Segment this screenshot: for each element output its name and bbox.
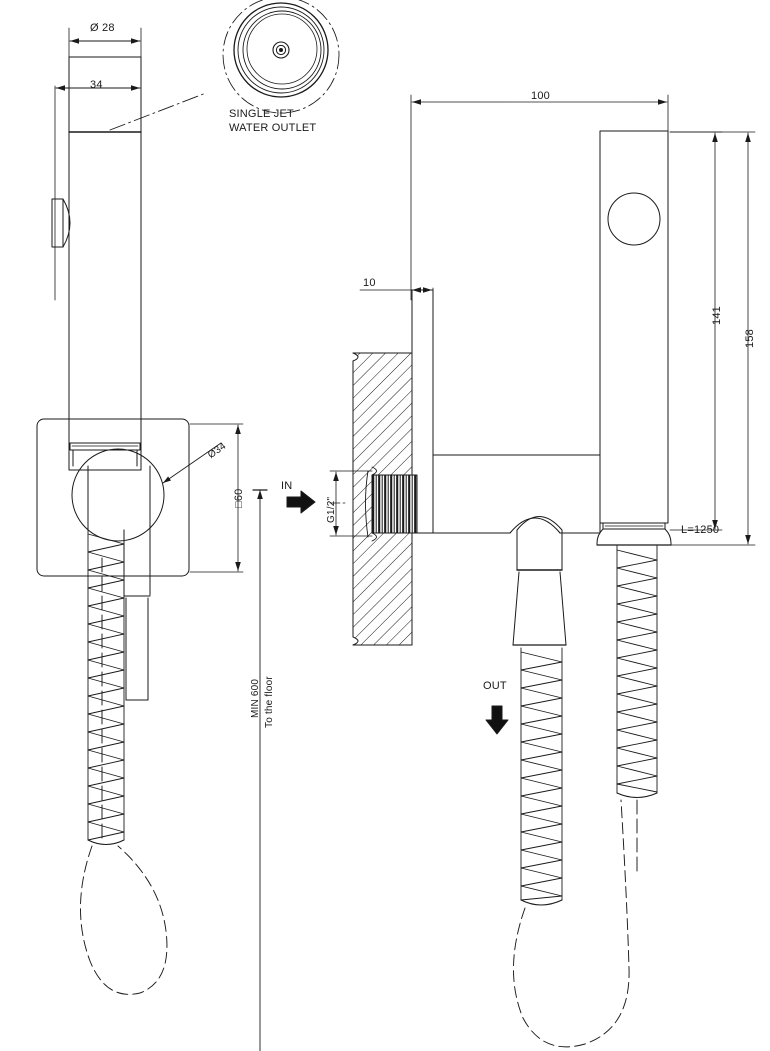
label-width-34: 34 — [90, 79, 103, 91]
detail-single-jet-outlet — [109, 0, 340, 131]
label-height-158: 158 — [744, 329, 756, 348]
handset-collar-front — [69, 442, 141, 467]
outlet-circle-diameter-34 — [71, 448, 165, 542]
label-length-100: 100 — [531, 90, 550, 102]
detail-leader-line — [109, 92, 207, 131]
label-thread-g12: G1/2" — [326, 496, 337, 523]
label-to-the-floor: To the floor — [264, 676, 275, 728]
flexible-hose-outlet — [520, 647, 563, 906]
label-single-jet: SINGLE JET — [229, 108, 294, 120]
label-height-141: 141 — [711, 306, 723, 325]
flexible-hose-handset — [616, 545, 658, 799]
label-hose-length: L=1250 — [681, 524, 720, 536]
handset-trigger-lever — [51, 198, 71, 248]
label-in: IN — [281, 480, 293, 492]
label-water-outlet: WATER OUTLET — [229, 122, 317, 134]
dimension-extension-lines-left — [54, 27, 142, 301]
trigger-button-circle — [607, 192, 661, 246]
wall-mount-body — [411, 289, 601, 534]
dim-min-600-to-floor — [252, 489, 268, 1051]
dim-offset-10 — [359, 287, 434, 331]
handset-body-outline — [68, 56, 142, 471]
dim-square-60 — [189, 423, 244, 573]
right-view-wall-section — [329, 94, 756, 1048]
handset-lower-stem — [87, 465, 151, 701]
flexible-hose-left — [87, 529, 125, 846]
out-flow-arrow — [485, 705, 509, 735]
dim-length-100 — [410, 94, 669, 301]
label-min-600: MIN 600 — [250, 678, 261, 718]
in-flow-arrow — [286, 490, 316, 514]
label-out: OUT — [483, 680, 507, 692]
left-view-handset — [36, 27, 244, 995]
dim-thread-g12 — [329, 470, 373, 537]
label-offset-10: 10 — [363, 277, 376, 289]
dim-height-158 — [635, 131, 756, 546]
hose-loop-dashed-left — [80, 557, 168, 995]
wall-plate-front — [36, 418, 190, 577]
hose-loop-dashed-right — [513, 799, 638, 1048]
label-square-60: □60 — [233, 488, 245, 508]
outlet-nozzle-dome — [512, 516, 567, 646]
dim-height-141 — [669, 131, 723, 531]
label-diameter-28: Ø 28 — [90, 22, 115, 34]
leader-diameter-34 — [162, 442, 222, 484]
handset-side-view — [596, 130, 672, 546]
threaded-inlet-g-half — [365, 466, 418, 542]
detail-boundary-circle — [222, 0, 340, 114]
